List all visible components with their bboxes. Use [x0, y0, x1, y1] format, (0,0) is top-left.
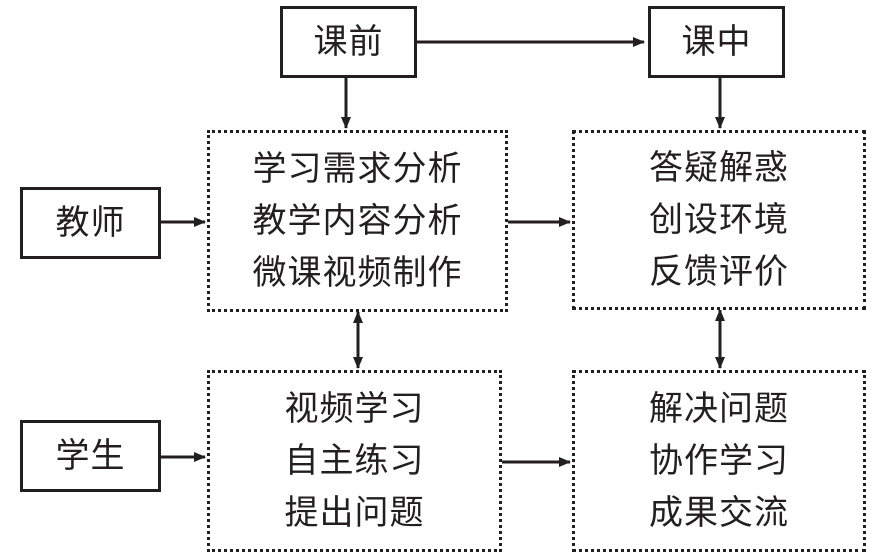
teacher-in-item: 创设环境	[649, 200, 789, 240]
student-in-item: 成果交流	[649, 493, 789, 533]
teacher-before-class-box: 学习需求分析 教学内容分析 微课视频制作	[207, 130, 508, 312]
before-class-box: 课前	[280, 6, 417, 78]
teacher-before-item: 教学内容分析	[252, 201, 463, 241]
student-before-item: 自主练习	[284, 441, 425, 481]
in-class-box: 课中	[648, 6, 785, 78]
student-in-item: 解决问题	[649, 389, 789, 429]
before-class-label: 课前	[313, 22, 384, 62]
teacher-box: 教师	[20, 187, 161, 259]
student-before-item: 提出问题	[284, 493, 425, 533]
student-in-item: 协作学习	[649, 441, 789, 481]
student-label: 学生	[55, 436, 126, 476]
teacher-before-item: 学习需求分析	[252, 149, 463, 189]
teacher-label: 教师	[55, 203, 126, 243]
teacher-in-item: 答疑解惑	[649, 148, 789, 188]
student-before-class-box: 视频学习 自主练习 提出问题	[207, 370, 502, 552]
teacher-in-class-box: 答疑解惑 创设环境 反馈评价	[572, 130, 866, 310]
student-in-class-box: 解决问题 协作学习 成果交流	[572, 370, 866, 552]
student-box: 学生	[20, 420, 161, 492]
teacher-in-item: 反馈评价	[649, 252, 789, 292]
student-before-item: 视频学习	[284, 389, 425, 429]
teacher-before-item: 微课视频制作	[252, 253, 463, 293]
in-class-label: 课中	[681, 22, 752, 62]
